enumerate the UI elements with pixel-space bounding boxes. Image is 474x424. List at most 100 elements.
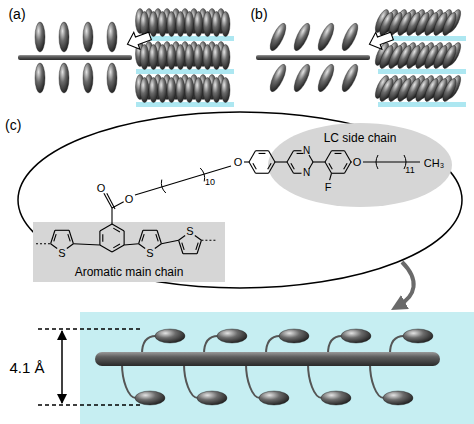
- spacer-tether: [246, 364, 260, 398]
- bond: [275, 161, 287, 162]
- mesogen: [140, 45, 149, 70]
- mesogen: [158, 12, 167, 37]
- mesogen: [176, 45, 185, 70]
- node-shape: [18, 112, 462, 288]
- bond: [135, 166, 231, 195]
- mesogen: [155, 329, 185, 343]
- dimension-label: 4.1 Å: [9, 360, 44, 375]
- bond: [113, 244, 120, 248]
- mesogen: [203, 45, 212, 70]
- mesogen: [185, 45, 194, 70]
- bond: [100, 245, 112, 252]
- layer-interface: [378, 102, 466, 107]
- bond: [157, 230, 161, 243]
- bond: [256, 150, 269, 151]
- mesogen: [221, 12, 230, 37]
- bond: [179, 236, 186, 241]
- bond: [256, 173, 269, 174]
- spacer-tether: [184, 364, 198, 398]
- repeat-count: 10: [205, 178, 215, 187]
- mesogen: [149, 45, 158, 70]
- molecule: [36, 151, 420, 254]
- spacer-tether: [204, 336, 218, 354]
- bond: [143, 230, 157, 231]
- zoom-arrow: [398, 262, 414, 306]
- spacer-tether: [390, 336, 404, 354]
- bond: [269, 162, 276, 173]
- bond: [332, 173, 345, 174]
- bond: [195, 236, 202, 241]
- bond: [102, 234, 103, 242]
- mesogen: [167, 12, 176, 37]
- bond: [69, 230, 73, 243]
- mesogen: [176, 12, 185, 37]
- hollow-arrow: [124, 28, 153, 53]
- atom-label: S: [58, 248, 65, 259]
- mesogen: [149, 78, 158, 103]
- bond: [294, 150, 302, 151]
- bond: [197, 240, 201, 253]
- bond: [36, 243, 51, 244]
- bond: [268, 163, 271, 169]
- mesogen: [167, 78, 176, 103]
- bond: [325, 151, 332, 162]
- bond: [363, 161, 420, 162]
- mesogen-drawings: [18, 8, 466, 405]
- bond: [249, 151, 256, 162]
- atom-label: N: [303, 146, 310, 156]
- mesogen: [221, 78, 230, 103]
- bond: [259, 153, 266, 154]
- bond: [155, 244, 162, 249]
- bond: [112, 202, 124, 208]
- hollow-arrow: [366, 28, 395, 53]
- mesogen: [158, 78, 167, 103]
- mesogen: [291, 62, 313, 93]
- bond: [287, 151, 294, 162]
- polymer-backbone: [256, 55, 370, 60]
- structure-zoom-ellipse: (c)LC side chainAromatic main chain: [18, 112, 462, 288]
- mesogen: [321, 391, 351, 405]
- bond: [51, 244, 58, 249]
- panel-label: (b): [250, 7, 267, 21]
- bond: [183, 253, 197, 254]
- mesogen: [267, 62, 289, 93]
- mesogen: [59, 63, 69, 93]
- repeat-bracket: [200, 168, 204, 181]
- spacer-tether: [328, 336, 342, 354]
- bond: [253, 163, 256, 169]
- mesogen: [259, 391, 289, 405]
- mesogen: [197, 391, 227, 405]
- region-label: LC side chain: [324, 131, 397, 145]
- mesogen: [440, 77, 459, 103]
- spacer-tether: [142, 336, 156, 354]
- node-shape: [33, 222, 225, 282]
- bond: [68, 234, 70, 241]
- bond: [244, 161, 249, 162]
- bond: [329, 163, 332, 169]
- bond: [54, 234, 56, 241]
- region-label: Aromatic main chain: [75, 265, 184, 279]
- repeat-count: 11: [405, 166, 414, 175]
- mesogen: [339, 21, 361, 52]
- bond: [113, 228, 120, 232]
- panel-label: (c): [5, 118, 21, 132]
- bond: [73, 244, 99, 245]
- bond: [351, 161, 352, 162]
- bond: [111, 208, 112, 224]
- bond: [291, 163, 294, 169]
- bond: [112, 224, 124, 231]
- bond: [249, 162, 256, 173]
- bond: [297, 153, 304, 154]
- layer-interface: [136, 69, 234, 74]
- bond: [124, 231, 125, 245]
- mesogen: [176, 78, 185, 103]
- bond: [335, 153, 342, 154]
- bond: [179, 240, 183, 253]
- spacer-tether: [308, 364, 322, 398]
- panel-label: (a): [8, 7, 25, 21]
- mesogen: [279, 329, 309, 343]
- bond: [112, 245, 124, 252]
- mesogen: [341, 329, 371, 343]
- atom-label: O: [125, 194, 134, 205]
